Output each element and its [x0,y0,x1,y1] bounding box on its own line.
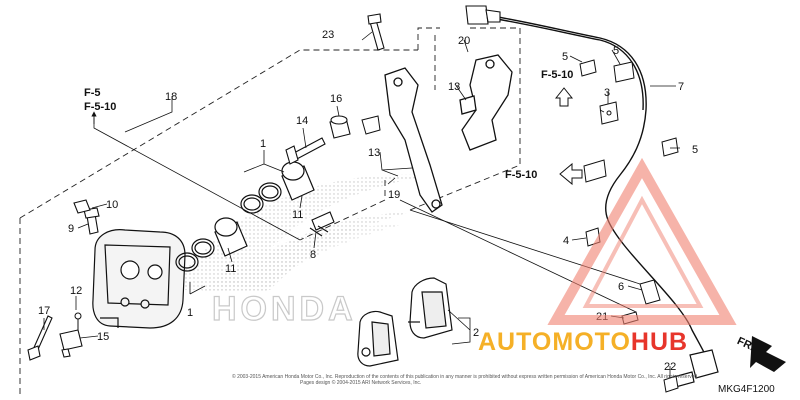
pad-pin [74,312,82,332]
part-label-5c: 5 [692,144,698,156]
pad-spring [309,211,335,237]
part-label-11a: 11 [292,209,303,221]
part-label-15: 15 [97,331,109,343]
bracket-set [459,54,513,151]
piston-seal-lower-b [191,238,215,258]
harness-connector [465,5,501,25]
clamp-middle [613,61,635,83]
part-label-5a: 5 [562,51,568,63]
part-label-12: 12 [70,285,82,297]
sensor-bolt [663,375,679,393]
piston-upper [281,161,315,201]
part-label-9: 9 [68,223,74,235]
part-label-1b: 1 [187,307,193,319]
leader-lines [43,31,680,378]
part-label-5b: 5 [613,45,619,57]
brake-pad-outer [408,277,453,339]
bleeder-screw [83,207,100,235]
part-label-20: 20 [458,35,470,47]
dust-boot [329,115,351,139]
part-label-11b: 11 [225,263,236,275]
part-label-1a: 1 [260,138,266,150]
bleeder-cap [73,199,91,214]
part-label-18: 18 [165,91,177,103]
copyright-line-1: © 2003-2015 American Honda Motor Co., In… [232,373,700,386]
part-label-6: 6 [618,281,624,293]
part-label-17: 17 [38,305,50,317]
pin-bolt [27,315,53,361]
part-label-22: 22 [664,361,676,373]
part-label-2: 2 [473,327,479,339]
part-label-10: 10 [106,199,118,211]
brand-watermark-text: HONDA [212,290,357,328]
piston-seal-lower-a [175,252,199,272]
brake-caliper-body [92,229,186,329]
connector-clip [583,159,607,183]
watermark-part-hub: HUB [631,328,688,356]
piston-lower [214,217,248,257]
front-arrow [750,336,786,372]
pin-boot [59,329,83,358]
ref-up: F-5-10 [541,69,573,81]
part-label-13a: 13 [448,81,460,93]
part-label-3: 3 [604,87,610,99]
watermark-text: AUTOMOTOHUB [478,328,688,356]
part-label-13b: 13 [368,147,380,159]
part-label-19: 19 [388,189,400,201]
slide-pin [285,137,326,165]
part-label-7: 7 [678,81,684,93]
watermark-part-moto: MOTO [552,328,631,356]
harness-stay [639,279,661,305]
ref-left-top: F-5 [84,87,101,99]
part-label-23: 23 [322,29,334,41]
pad-clip-left [361,115,381,135]
watermark-triangle [547,157,737,325]
part-label-16: 16 [330,93,342,105]
part-label-14: 14 [296,115,308,127]
cross-references: F-5 F-5-10 F-5-10 F-5-10 FR. [84,69,756,354]
clamp-upper [579,59,597,77]
harness-bracket [599,101,619,125]
honda-wing-watermark: HONDA [170,174,430,329]
clamp-lower [661,137,679,157]
caliper-bracket [384,67,443,213]
mounting-bolt [367,13,385,51]
ref-arrow-up [554,87,574,107]
brake-pad-inner [357,310,399,367]
ref-left-bottom: F-5-10 [84,101,116,113]
part-label-8: 8 [310,249,316,261]
diagram-code: MKG4F1200 [718,384,775,395]
part-labels: 1 1 2 3 4 5 5 5 6 7 8 9 10 11 11 12 13 1… [38,29,698,373]
piston-seal-upper-a [240,194,264,214]
ref-side: F-5-10 [505,169,537,181]
piston-seal-upper-b [258,182,282,202]
part-label-4: 4 [563,235,569,247]
ref-arrow-side [559,162,583,186]
watermark-part-auto: AUTO [478,328,552,356]
